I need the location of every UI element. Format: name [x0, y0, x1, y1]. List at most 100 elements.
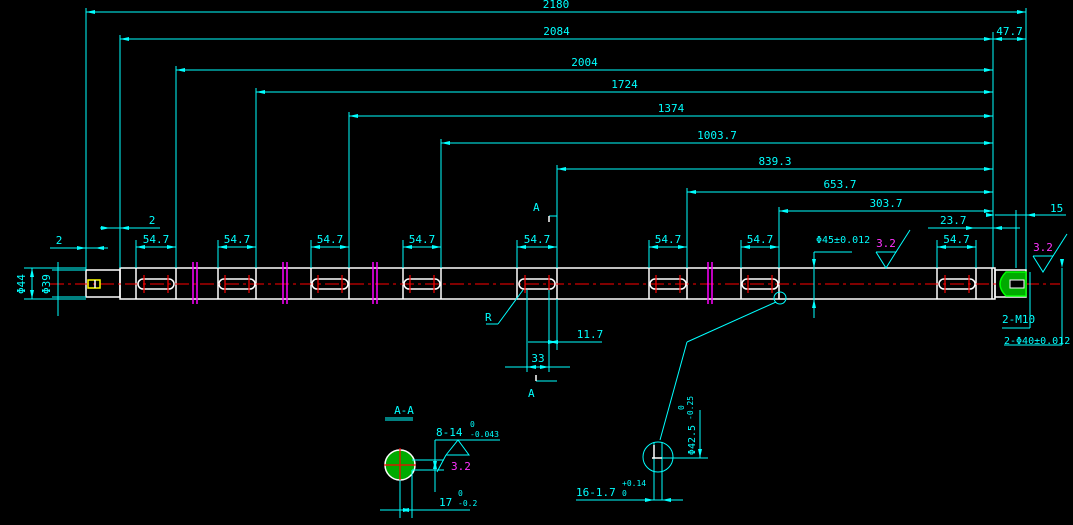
arrowhead — [540, 365, 549, 369]
keyway-length-label: 54.7 — [524, 233, 551, 246]
arrowhead — [95, 246, 104, 250]
arrowhead — [770, 245, 779, 249]
key-width-tol-low: -0.043 — [470, 430, 499, 439]
arrowhead — [812, 259, 816, 268]
dim-d1374-label: 1374 — [658, 102, 685, 115]
arrowhead — [645, 498, 654, 502]
arrowhead — [984, 90, 993, 94]
hole-callout-circle — [773, 291, 787, 305]
keyway-slot — [518, 278, 556, 290]
dim-2b-label: 2 — [149, 214, 156, 227]
arrowhead — [247, 245, 256, 249]
dim-d1724-label: 1724 — [611, 78, 638, 91]
section-marker-bottom: A — [528, 387, 535, 400]
arrowhead — [557, 167, 566, 171]
arrowhead — [548, 245, 557, 249]
key-width-label: 8-14 — [436, 426, 463, 439]
arrowhead — [548, 340, 557, 344]
arrowhead — [349, 114, 358, 118]
arrowhead — [432, 245, 441, 249]
arrowhead — [30, 290, 34, 299]
groove-tol-low: 0 — [622, 489, 627, 498]
arrowhead — [340, 245, 349, 249]
dim-d2004-label: 2004 — [571, 56, 598, 69]
hole-dia-tol-low: -0.25 — [686, 396, 695, 420]
key-width-tol-up: 0 — [470, 420, 475, 429]
keyway-slot — [741, 278, 779, 290]
arrowhead — [1017, 10, 1026, 14]
arrowhead — [403, 245, 412, 249]
dim-d303_7-label: 303.7 — [869, 197, 902, 210]
arrowhead — [687, 190, 696, 194]
depth-tol-up: 0 — [458, 489, 463, 498]
arrowhead — [678, 245, 687, 249]
arrowhead — [1060, 259, 1064, 268]
arrowhead — [433, 461, 437, 470]
keyway-slot — [137, 278, 175, 290]
dia44-label: Φ44 — [15, 274, 28, 294]
roughness-symbol — [445, 439, 470, 456]
thread-hole-left — [87, 279, 101, 289]
roughness-value: 3.2 — [876, 237, 896, 250]
arrowhead — [984, 114, 993, 118]
hole-dia-label: Φ42.5 — [687, 425, 698, 455]
arrowhead — [993, 226, 1002, 230]
arrowhead — [441, 141, 450, 145]
keyway-slot — [311, 278, 349, 290]
arrowhead — [662, 498, 671, 502]
arrowhead — [527, 365, 536, 369]
keyway-length-label: 54.7 — [409, 233, 436, 246]
arrowhead — [984, 141, 993, 145]
dim-15-label: 15 — [1050, 202, 1063, 215]
keyway-length-label: 54.7 — [224, 233, 251, 246]
dim-d1003_7-label: 1003.7 — [697, 129, 737, 142]
arrowhead — [1017, 37, 1026, 41]
section-marker-top: A — [533, 201, 540, 214]
hole-detail-circle — [642, 441, 674, 473]
arrowhead — [698, 449, 702, 458]
dim-d653_7-label: 653.7 — [823, 178, 856, 191]
dim-2a-label: 2 — [56, 234, 63, 247]
thread-hole-right — [1009, 279, 1025, 289]
keyway-slot — [218, 278, 256, 290]
leader — [659, 341, 688, 441]
section-title: A-A — [394, 404, 414, 417]
arrowhead — [649, 245, 658, 249]
hole-dia-tol-up: 0 — [677, 405, 686, 410]
arrowhead — [403, 508, 412, 512]
arrowhead — [311, 245, 320, 249]
keyway-length-label: 54.7 — [655, 233, 682, 246]
arrowhead — [86, 10, 95, 14]
dim-47-7-label: 47.7 — [996, 25, 1023, 38]
keyway-slot — [938, 278, 976, 290]
arrowhead — [986, 213, 995, 217]
arrowhead — [256, 90, 265, 94]
groove-label: 16-1.7 — [576, 486, 616, 499]
roughness-tail — [895, 229, 911, 253]
arrowhead — [966, 226, 975, 230]
arrowhead — [517, 245, 526, 249]
arrowhead — [218, 245, 227, 249]
m10-label: 2-M10 — [1002, 313, 1035, 326]
dia45-label: Φ45±0.012 — [816, 235, 870, 246]
dim-d839_3-label: 839.3 — [758, 155, 791, 168]
groove-tol-up: +0.14 — [622, 479, 646, 488]
arrowhead — [176, 68, 185, 72]
roughness-symbol — [1032, 255, 1054, 273]
keyway-length-label: 54.7 — [943, 233, 970, 246]
arrowhead — [967, 245, 976, 249]
roughness-value: 3.2 — [451, 460, 471, 473]
arrowhead — [984, 209, 993, 213]
arrowhead — [136, 245, 145, 249]
keyway-length-label: 54.7 — [747, 233, 774, 246]
arrowhead — [937, 245, 946, 249]
radius-label: R — [485, 311, 492, 324]
keyway-slot — [403, 278, 441, 290]
keyway-length-label: 54.7 — [317, 233, 344, 246]
leader — [686, 301, 777, 343]
arrowhead — [167, 245, 176, 249]
arrowhead — [984, 37, 993, 41]
arrowhead — [101, 226, 110, 230]
arrowhead — [120, 226, 129, 230]
